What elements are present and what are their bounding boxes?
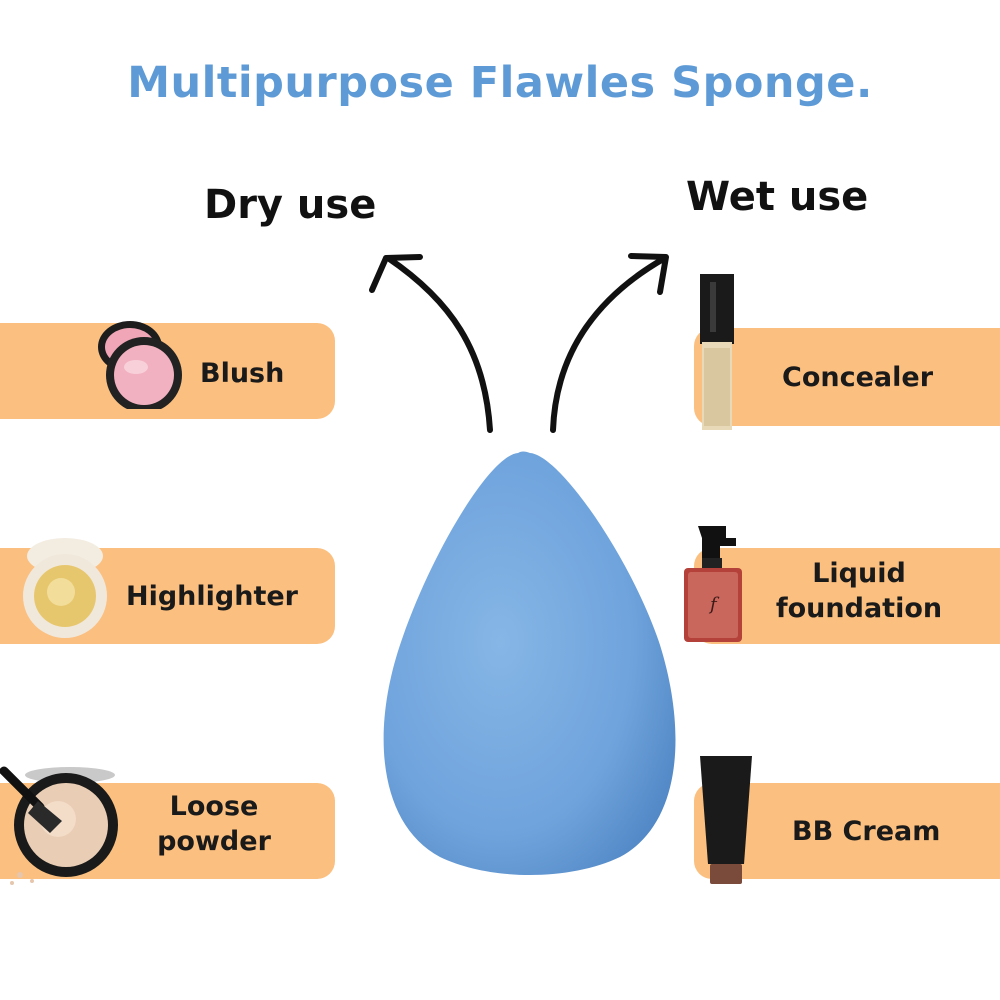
dry-use-heading: Dry use [204, 182, 377, 228]
bb-cream-label: BB Cream [792, 816, 941, 847]
highlighter-card: Highlighter [0, 538, 335, 644]
wet-use-heading: Wet use [686, 174, 869, 220]
loose-powder-icon [0, 766, 118, 885]
blush-card: Blush [0, 321, 335, 419]
highlighter-label: Highlighter [126, 581, 298, 612]
dry-arrow-icon [369, 254, 493, 433]
page-title: Multipurpose Flawles Sponge. [127, 58, 873, 108]
foundation-bottle-icon: f [684, 526, 742, 642]
bb-cream-tube-icon [700, 756, 752, 884]
blush-compact-icon [98, 321, 182, 409]
highlighter-compact-icon [23, 538, 107, 638]
concealer-tube-icon [700, 274, 734, 430]
sponge-image [383, 451, 676, 875]
concealer-card: Concealer [694, 328, 1000, 426]
blush-label: Blush [200, 358, 285, 389]
concealer-label: Concealer [782, 362, 934, 393]
wet-arrow-icon [550, 253, 669, 433]
